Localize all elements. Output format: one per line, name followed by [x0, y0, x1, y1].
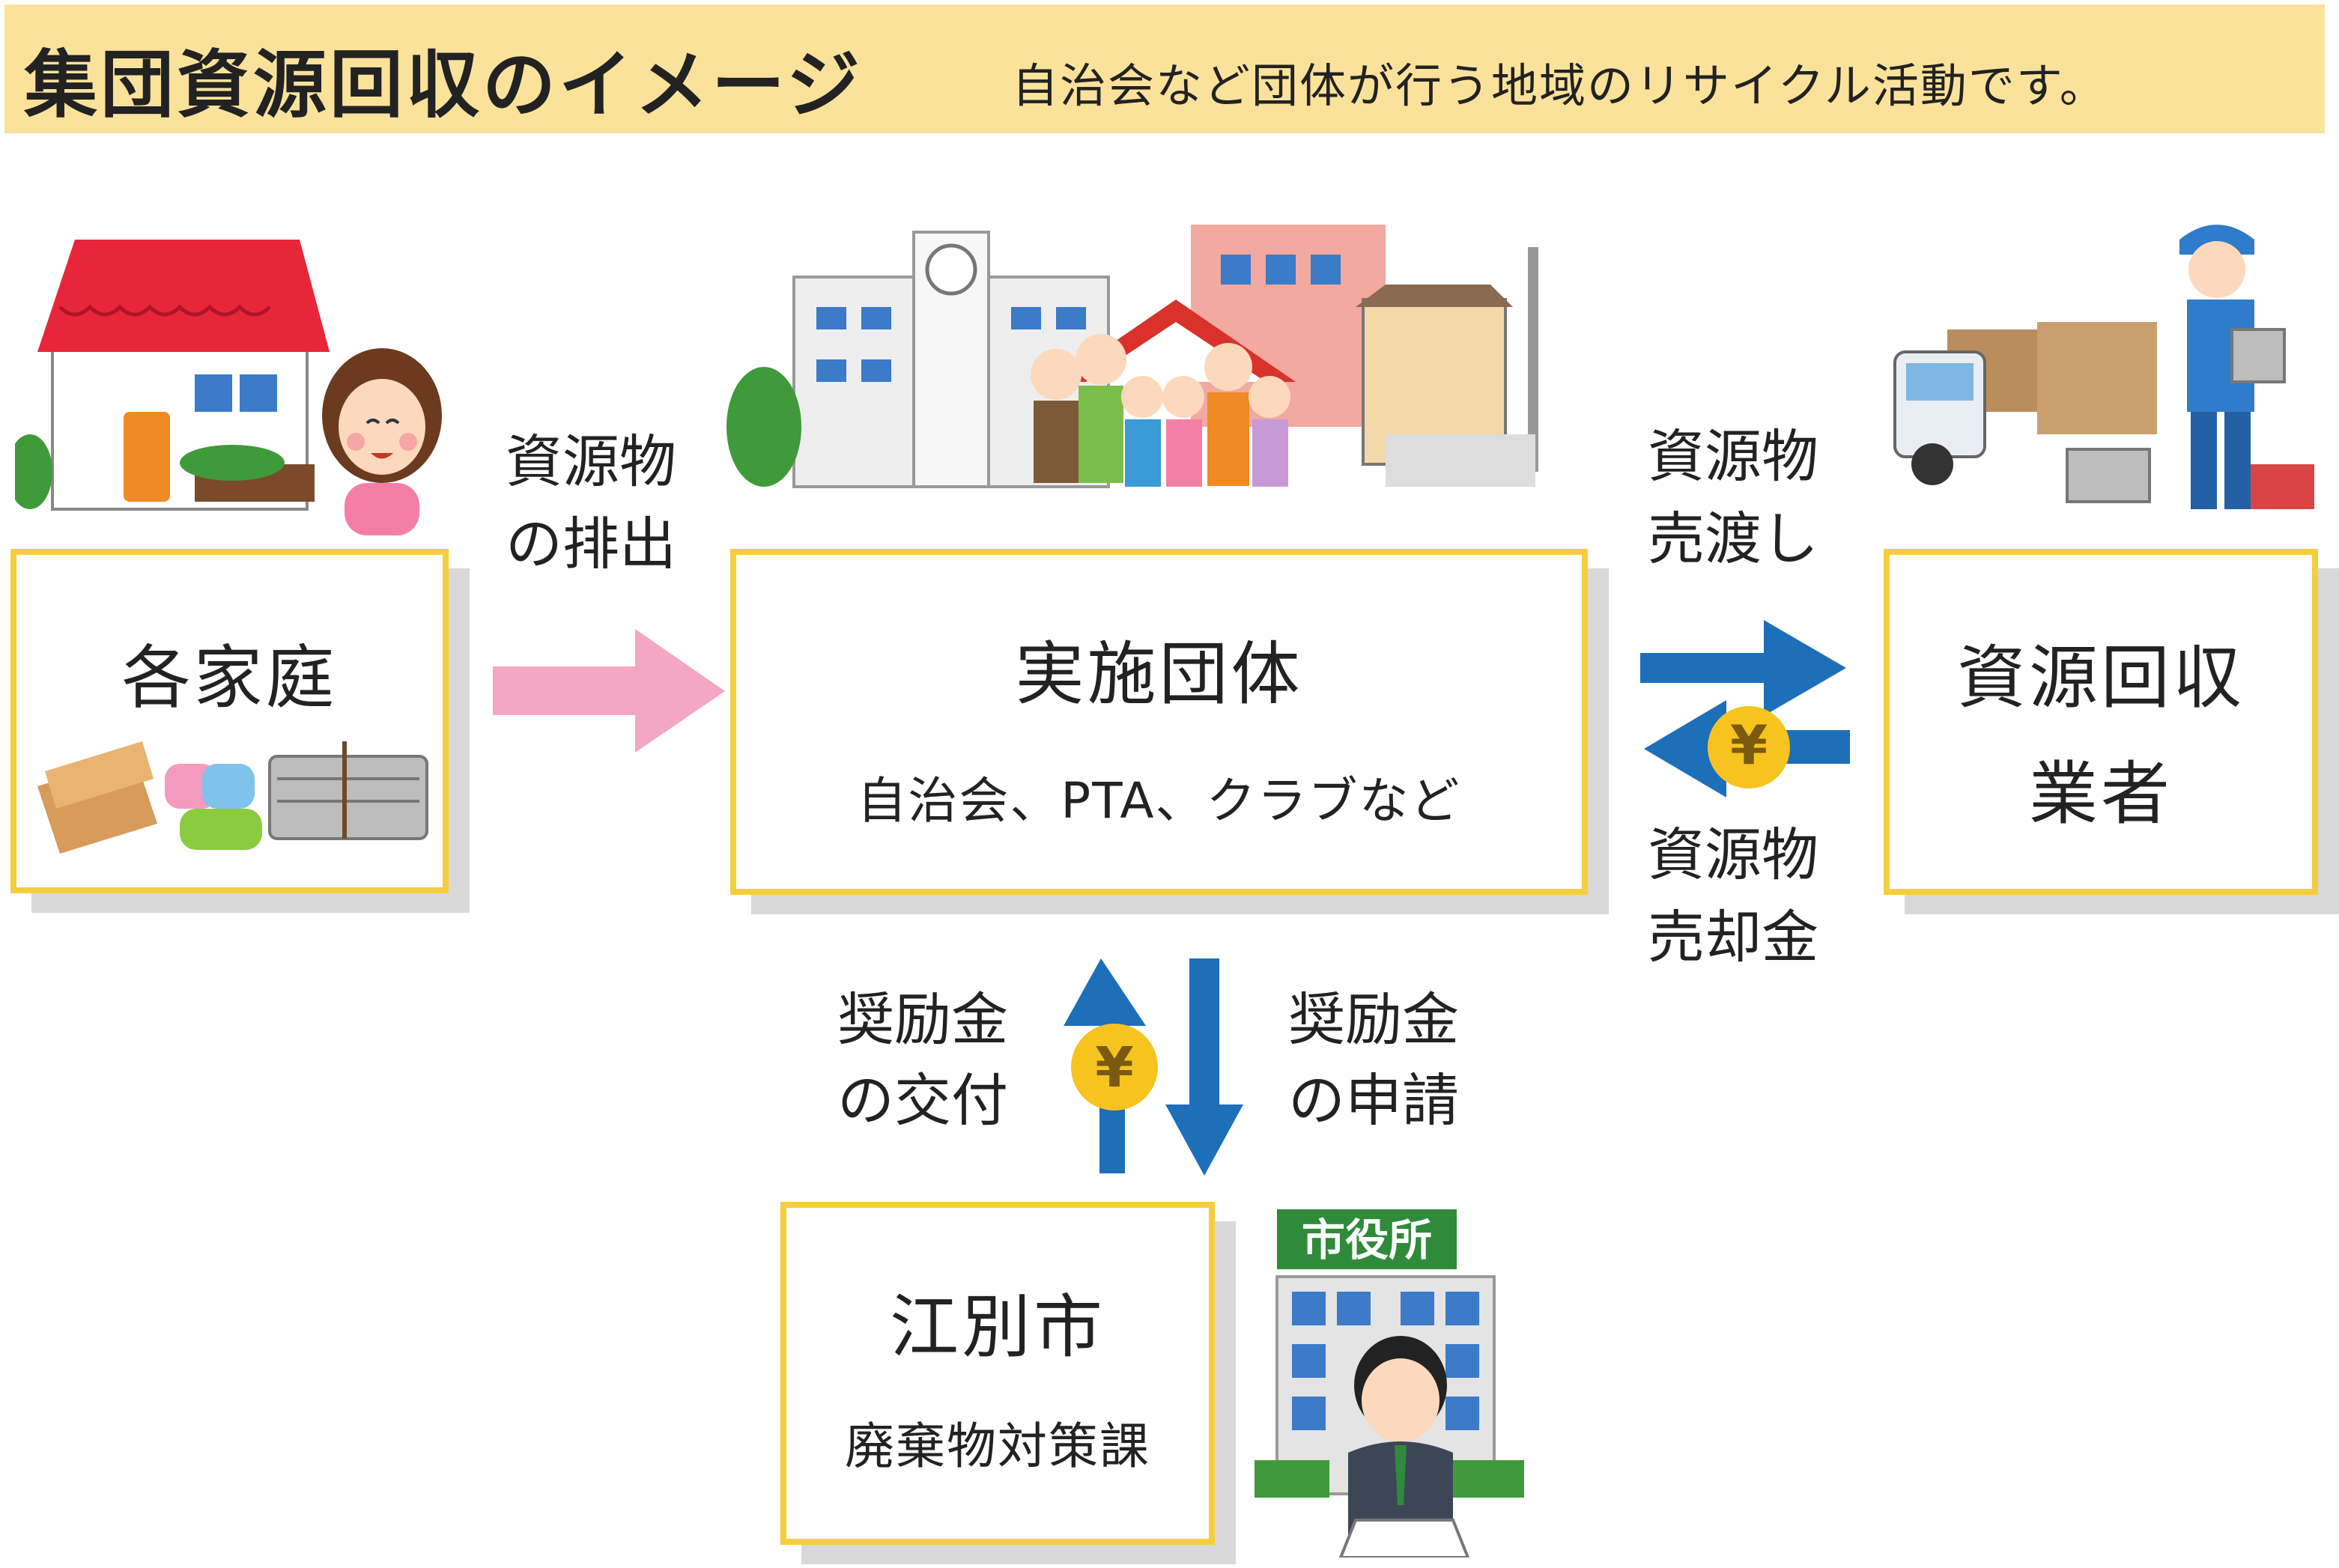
- header-banner: 集団資源回収のイメージ 自治会など団体が行う地域のリサイクル活動です。: [4, 4, 2325, 133]
- house-icon: [15, 240, 330, 511]
- transfer-payment-arrows: [1640, 620, 1850, 797]
- woman-icon: [322, 348, 442, 535]
- school-building-icon: [726, 225, 1538, 488]
- discharge-label-2: の排出: [506, 511, 676, 577]
- payment-label-2: 売却金: [1648, 904, 1818, 970]
- page-title: 集団資源回収のイメージ: [24, 43, 864, 128]
- group-sub-label: 自治会、PTA、クラブなど: [857, 772, 1461, 830]
- worker-icon: [2179, 225, 2286, 509]
- subsidy-yen-coin-icon: ¥: [1095, 1036, 1134, 1100]
- subsidy-apply-label-1: 奨励金: [1288, 986, 1459, 1053]
- transfer-label-2: 売渡し: [1648, 505, 1818, 572]
- discharge-arrow: [493, 629, 725, 753]
- yen-coin-icon: ¥: [1729, 714, 1768, 777]
- subsidy-grant-label-1: 奨励金: [837, 986, 1008, 1053]
- city-hall-sign: 市役所: [1301, 1215, 1432, 1265]
- subsidy-arrows: [1064, 958, 1243, 1176]
- payment-label-1: 資源物: [1648, 821, 1818, 888]
- transfer-arrow: [1640, 620, 1846, 716]
- collector-label-2: 業者: [2028, 754, 2173, 834]
- household-label: 各家庭: [121, 638, 338, 718]
- community-group-icon: [1031, 300, 1296, 487]
- collector-label-1: 資源回収: [1956, 638, 2245, 718]
- city-box: 江別市 廃棄物対策課: [780, 1202, 1215, 1545]
- city-sub-label: 廃棄物対策課: [845, 1417, 1150, 1475]
- collector-box: 資源回収 業者: [1884, 549, 2318, 895]
- city-label: 江別市: [889, 1287, 1105, 1367]
- group-label: 実施団体: [1015, 634, 1303, 714]
- official-icon: [1338, 1336, 1470, 1558]
- subsidy-apply-arrow: [1165, 958, 1243, 1176]
- group-box: 実施団体 自治会、PTA、クラブなど: [730, 549, 1588, 895]
- subsidy-apply-label-2: の申請: [1288, 1067, 1459, 1134]
- recyclables-icon: [37, 741, 428, 854]
- transfer-label-1: 資源物: [1648, 423, 1818, 490]
- truck-icon: [1893, 322, 2314, 509]
- discharge-label-1: 資源物: [506, 428, 676, 495]
- page-subtitle: 自治会など団体が行う地域のリサイクル活動です。: [1012, 58, 2108, 113]
- subsidy-grant-label-2: の交付: [837, 1067, 1008, 1134]
